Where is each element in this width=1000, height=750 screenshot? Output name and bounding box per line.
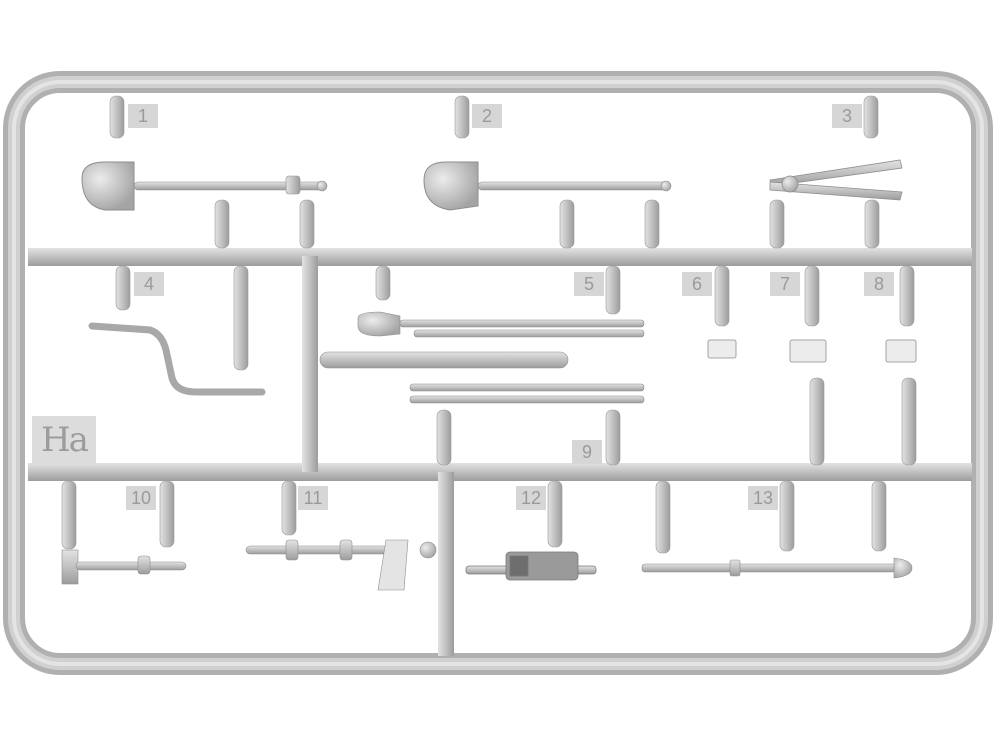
part-jack-12	[465, 551, 597, 581]
part-label-4: 4	[134, 272, 164, 296]
part-rods-5-9	[319, 311, 645, 404]
part-clamps-6-7-8	[707, 339, 917, 363]
part-label-9: 9	[572, 440, 602, 464]
part-label-5: 5	[574, 272, 604, 296]
part-label-11: 11	[298, 486, 328, 510]
gates	[61, 95, 917, 554]
part-cutter-3	[769, 159, 903, 201]
sprue-id-label: Ha	[32, 416, 96, 464]
part-crowbar-13	[641, 557, 913, 579]
part-label-8: 8	[864, 272, 894, 296]
part-label-3: 3	[832, 104, 862, 128]
part-label-13: 13	[748, 486, 778, 510]
outer-frame	[3, 71, 993, 675]
part-hammer-10	[61, 549, 187, 585]
part-label-10: 10	[126, 486, 156, 510]
part-axe-11	[245, 539, 437, 591]
runners	[28, 248, 972, 656]
part-label-6: 6	[682, 272, 712, 296]
part-shovel-2	[423, 161, 672, 211]
part-label-7: 7	[770, 272, 800, 296]
part-label-12: 12	[516, 486, 546, 510]
part-label-1: 1	[128, 104, 158, 128]
part-crank-4	[88, 322, 266, 396]
part-label-2: 2	[472, 104, 502, 128]
part-shovel-1	[81, 161, 328, 211]
